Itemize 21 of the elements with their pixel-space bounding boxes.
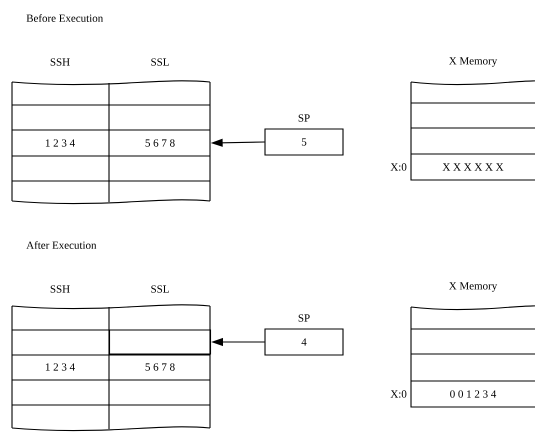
stack-cell: 1 2 3 4 (46, 139, 75, 147)
memory-cell: 0 0 1 2 3 4 (450, 390, 496, 398)
section-heading: After Execution (26, 241, 96, 249)
column-heading: SSH (50, 58, 70, 66)
register-box: 4 SP (264, 314, 344, 356)
memory-heading: X Memory (449, 57, 498, 67)
memory-heading: X Memory (449, 282, 498, 292)
section-heading: Before Execution (26, 14, 104, 22)
stack-cell: 5 6 7 8 (146, 363, 175, 371)
memory-cell: X X X X X X (442, 163, 504, 171)
node-label: SP (298, 114, 310, 122)
column-heading: SSL (151, 58, 169, 66)
column-heading: SSL (151, 285, 169, 293)
address-label: X:0 (390, 390, 406, 398)
stack-cell (108, 329, 212, 355)
stack-cell: 1 2 3 4 (46, 363, 75, 371)
address-label: X:0 (390, 163, 406, 171)
node-label: SP (298, 314, 310, 322)
stack-cell: 5 6 7 8 (146, 139, 175, 147)
register-box: 5 SP (264, 114, 344, 156)
column-heading: SSH (50, 285, 70, 293)
